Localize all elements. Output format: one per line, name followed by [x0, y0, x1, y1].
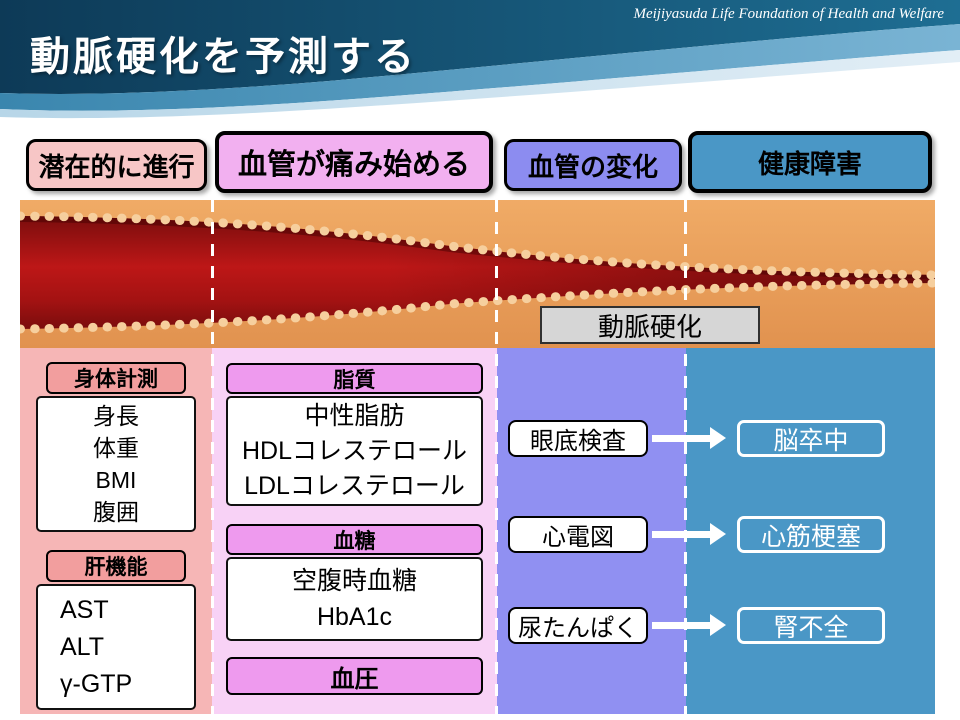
measure-item: 身長: [93, 403, 139, 429]
subheader-blood-sugar: 血糖: [226, 524, 483, 555]
organization-name: Meijiyasuda Life Foundation of Health an…: [633, 6, 944, 22]
stage-header-vessel-change: 血管の変化: [504, 139, 682, 191]
vessel-lumen-dark-top: [20, 216, 935, 279]
measure-item: 空腹時血糖: [291, 567, 417, 595]
stage-header-vessel-damage: 血管が痛み始める: [215, 131, 493, 193]
arrow-right-icon: [652, 523, 726, 545]
measure-item: HbA1c: [316, 603, 393, 631]
measure-item: HDLコレステロール: [241, 436, 467, 465]
artery-illustration: [15, 200, 940, 348]
stage-label: 血管の変化: [527, 151, 658, 182]
liver-function-box: AST ALT γ-GTP: [36, 584, 196, 710]
subheader-label: 肝機能: [84, 556, 148, 579]
arrow-right-icon: [652, 614, 726, 636]
arrow-right-icon: [652, 427, 726, 449]
outcome-stroke: 脳卒中: [737, 420, 885, 457]
measure-item: AST: [60, 595, 109, 624]
wave-dark: [0, 0, 960, 94]
stage-divider-1: [211, 200, 214, 714]
stage-header-latent-progression: 潜在的に進行: [26, 139, 207, 191]
outcome-myocardial-infarction: 心筋梗塞: [737, 516, 885, 553]
outcome-kidney-failure: 腎不全: [737, 607, 885, 644]
measure-item: γ-GTP: [60, 669, 133, 698]
measure-item: 体重: [93, 435, 139, 461]
vessel-lining-top: [15, 211, 940, 280]
wave-mid: [0, 24, 960, 111]
measure-item: ALT: [60, 632, 104, 661]
subheader-label: 身体計測: [74, 368, 158, 391]
stage-label: 健康障害: [757, 148, 862, 179]
lipids-box: 中性脂肪 HDLコレステロール LDLコレステロール: [226, 396, 483, 506]
stage-divider-3: [684, 200, 687, 714]
subheader-body-measurement: 身体計測: [46, 362, 186, 394]
arteriosclerosis-label: 動脈硬化: [540, 306, 760, 344]
measure-item: 腹囲: [93, 499, 139, 525]
test-electrocardiogram: 心電図: [508, 516, 648, 553]
subheader-blood-pressure: 血圧: [226, 657, 483, 695]
wave-light: [0, 50, 960, 119]
subheader-label: 脂質: [333, 368, 376, 392]
test-urine-protein: 尿たんぱく: [508, 607, 648, 644]
stage-label: 潜在的に進行: [38, 151, 195, 182]
slide-title: 動脈硬化を予測する: [30, 35, 417, 79]
stage-header-health-problems: 健康障害: [688, 131, 932, 193]
subheader-liver-function: 肝機能: [46, 550, 186, 582]
subheader-lipids: 脂質: [226, 363, 483, 394]
measure-item: BMI: [95, 467, 137, 493]
test-fundus-exam: 眼底検査: [508, 420, 648, 457]
subheader-label: 血圧: [330, 665, 379, 693]
vessel-lining-bottom: [15, 278, 940, 334]
subheader-label: 血糖: [333, 529, 376, 553]
header-wave-graphic: [0, 0, 960, 119]
column-outcome-background: [686, 348, 935, 714]
stage-divider-2: [495, 200, 498, 714]
measure-item: LDLコレステロール: [244, 471, 465, 500]
artery-graphic: [15, 200, 940, 348]
body-measurement-box: 身長 体重 BMI 腹囲: [36, 396, 196, 532]
stage-label: 血管が痛み始める: [237, 149, 470, 181]
vessel-lumen-shade: [20, 216, 935, 329]
measure-item: 中性脂肪: [304, 401, 405, 430]
blood-sugar-box: 空腹時血糖 HbA1c: [226, 557, 483, 641]
